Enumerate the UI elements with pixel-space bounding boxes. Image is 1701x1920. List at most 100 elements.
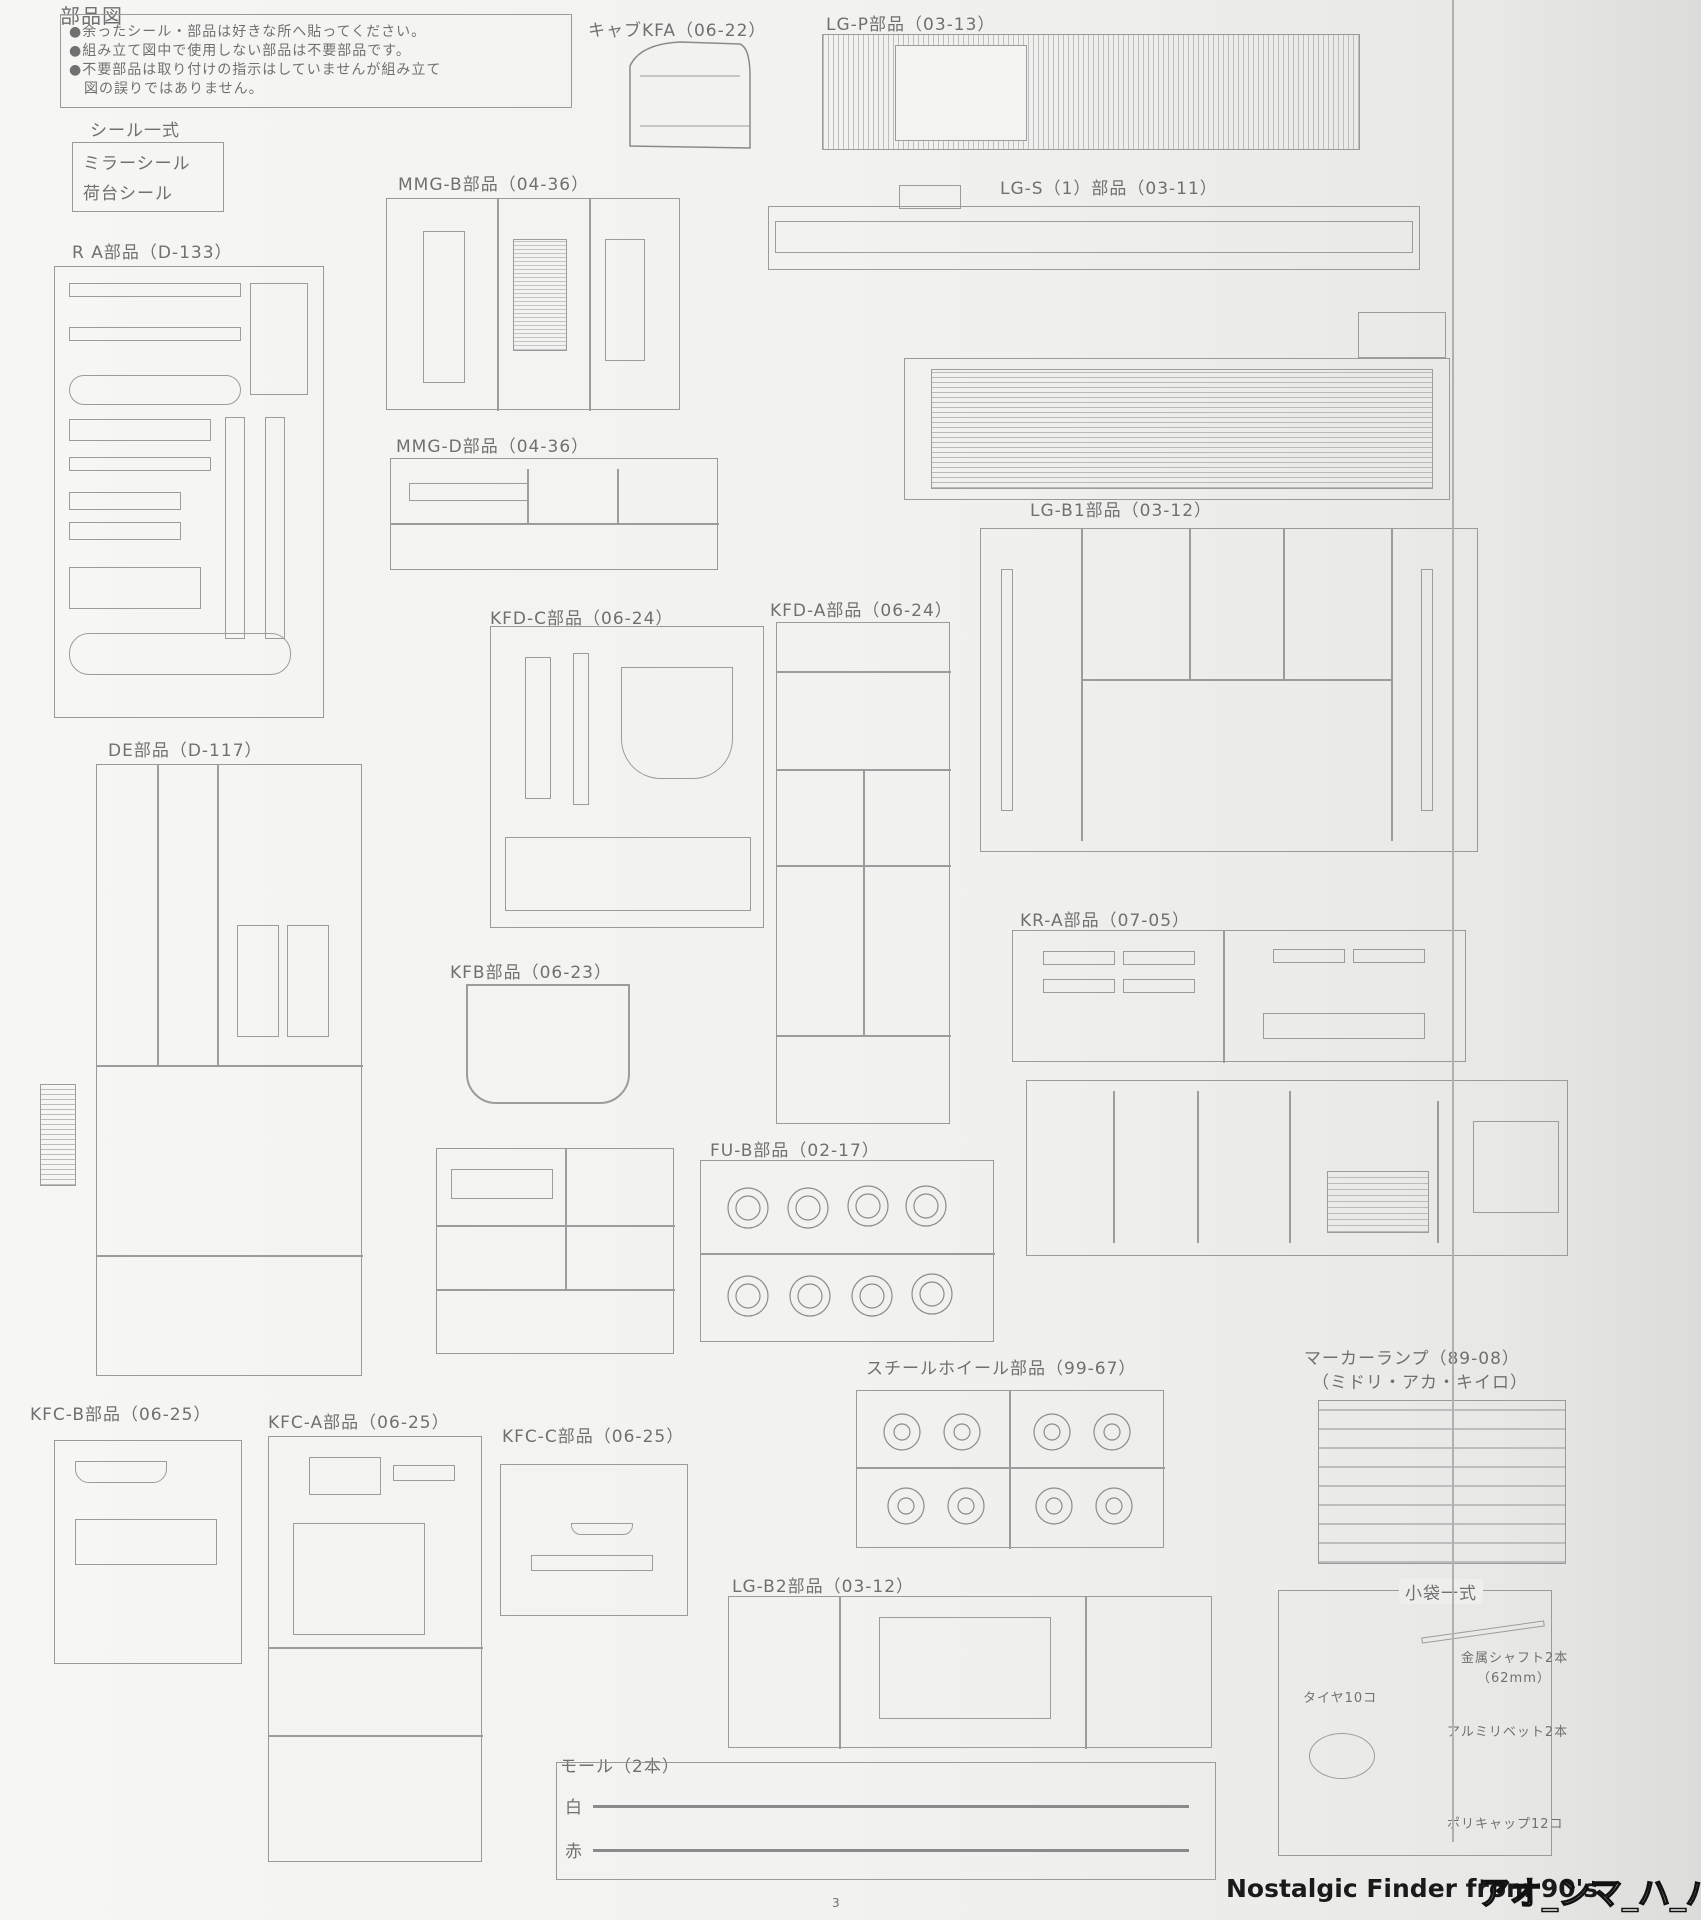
- kra-part: [1043, 951, 1115, 965]
- lgb1-part: [1421, 569, 1433, 811]
- note-line: ●余ったシール・部品は好きな所へ貼ってください。: [69, 24, 427, 40]
- tire-label: タイヤ10コ: [1303, 1691, 1378, 1706]
- sprue-lgb1: [980, 528, 1478, 852]
- kfb-divider: [437, 1289, 675, 1291]
- kra-part: [1263, 1013, 1425, 1039]
- fub-divider: [701, 1253, 995, 1255]
- kfcb-part: [75, 1461, 167, 1483]
- sprue-label-lgb1: LG-B1部品（03-12）: [1030, 501, 1213, 521]
- sprue-kfca: [268, 1436, 483, 1862]
- sprue-marker: [1318, 1400, 1566, 1564]
- mmgb-divider: [589, 199, 591, 411]
- steel-divider: [1009, 1391, 1011, 1549]
- fub-wheels: [727, 1185, 953, 1317]
- kfcb-part: [75, 1519, 217, 1565]
- lgs-small-part: [1358, 312, 1446, 358]
- sprue-label-fub: FU-B部品（02-17）: [710, 1141, 880, 1161]
- kra-part: [1353, 949, 1425, 963]
- kfcc-part: [571, 1523, 633, 1535]
- shaft-part: [1421, 1620, 1545, 1644]
- lgb2-part: [879, 1617, 1051, 1719]
- ra-part: [69, 492, 181, 510]
- ra-part: [69, 457, 211, 471]
- mmgd-divider: [527, 469, 529, 523]
- sprue-label-kra: KR-A部品（07-05）: [1020, 911, 1191, 931]
- shaft-length: （62mm）: [1477, 1671, 1551, 1686]
- de-divider: [97, 1255, 363, 1257]
- sprue-steel: [856, 1390, 1165, 1549]
- sprue-label-steel: スチールホイール部品（99-67）: [866, 1359, 1137, 1379]
- sprue-label-kfcc: KFC-C部品（06-25）: [502, 1427, 685, 1447]
- ra-part: [69, 522, 181, 540]
- kfda-divider: [863, 769, 865, 1037]
- kra-divider: [1113, 1091, 1115, 1243]
- ra-part: [69, 419, 211, 441]
- kra-part: [1043, 979, 1115, 993]
- kfdc-part: [525, 657, 551, 799]
- ra-part: [265, 417, 285, 639]
- sprue-kfcc: [500, 1464, 688, 1616]
- ra-part: [250, 283, 308, 395]
- sprue-kfdc: [490, 626, 764, 928]
- kfb-divider: [565, 1149, 567, 1291]
- mold-white-strip: [593, 1805, 1189, 1808]
- kra-divider: [1437, 1101, 1439, 1243]
- page-number: 3: [832, 1896, 841, 1910]
- kra-part: [1273, 949, 1345, 963]
- sprue-label-kfca: KFC-A部品（06-25）: [268, 1413, 450, 1433]
- sprue-label-mmgd: MMG-D部品（04-36）: [396, 437, 590, 457]
- mold-white-label: 白: [565, 1798, 583, 1818]
- de-divider: [217, 765, 219, 1067]
- sprue-label-kfda: KFD-A部品（06-24）: [770, 601, 953, 621]
- steel-wheels: [883, 1413, 1133, 1525]
- de-divider: [157, 765, 159, 1067]
- cap-label: ポリキャップ12コ: [1447, 1817, 1564, 1832]
- note-line: 図の誤りではありません。: [69, 81, 264, 97]
- small-bag-box: 小袋一式 金属シャフト2本 （62mm） タイヤ10コ アルミリベット2本 ポリ…: [1278, 1579, 1567, 1856]
- sprue-mmgd: [390, 458, 719, 570]
- sprue-mmgb: [386, 198, 680, 411]
- sprue-de: [96, 764, 363, 1376]
- kfdc-part: [621, 667, 733, 779]
- mmgb-divider: [497, 199, 499, 411]
- steel-divider: [857, 1467, 1165, 1469]
- page-edge-line: [1452, 0, 1454, 1842]
- mirror-seal-label: ミラーシール: [83, 154, 191, 174]
- note-line: ●不要部品は取り付けの指示はしていませんが組み立て: [69, 62, 442, 78]
- kfca-part: [293, 1523, 425, 1635]
- marker-title: マーカーランプ（89-08）: [1304, 1349, 1520, 1369]
- watermark-left: Nostalgic Finder from 90's: [1226, 1874, 1599, 1903]
- small-bag-title: 小袋一式: [1399, 1579, 1483, 1604]
- kfb-part: [451, 1169, 553, 1199]
- kra-divider: [1289, 1091, 1291, 1243]
- seal-set-title: シール一式: [90, 121, 180, 141]
- sprue-label-kfcb: KFC-B部品（06-25）: [30, 1405, 212, 1425]
- sprue-lgb2: [728, 1596, 1212, 1749]
- ra-part: [69, 633, 291, 675]
- lgp-door: [895, 45, 1027, 141]
- mmgd-divider: [617, 469, 619, 523]
- sprue-label-lgp: LG-P部品（03-13）: [826, 15, 996, 35]
- lgb1-divider: [1189, 529, 1191, 681]
- kra-part: [1123, 951, 1195, 965]
- lgb2-divider: [839, 1597, 841, 1749]
- page-title: 部品図: [60, 4, 123, 28]
- sprue-label-kfdc: KFD-C部品（06-24）: [490, 609, 674, 629]
- sprue-label-kfb: KFB部品（06-23）: [450, 963, 612, 983]
- kra-divider: [1197, 1091, 1199, 1243]
- kfb-divider: [437, 1225, 675, 1227]
- lgb1-part: [1001, 569, 1013, 811]
- lgb1-divider: [1283, 529, 1285, 681]
- ra-part: [225, 417, 245, 639]
- sprue-kra-lower: [1026, 1080, 1568, 1256]
- kfcc-part: [531, 1555, 653, 1571]
- lgs-deck-part: [931, 369, 1433, 489]
- kra-divider: [1223, 931, 1225, 1063]
- de-grille-part: [40, 1084, 76, 1186]
- sprue-label-de: DE部品（D-117）: [108, 741, 263, 761]
- ra-part: [69, 567, 201, 609]
- ra-part: [69, 283, 241, 297]
- kfdc-part: [505, 837, 751, 911]
- notes-box: ●余ったシール・部品は好きな所へ貼ってください。 ●組み立て図中で使用しない部品…: [60, 14, 572, 108]
